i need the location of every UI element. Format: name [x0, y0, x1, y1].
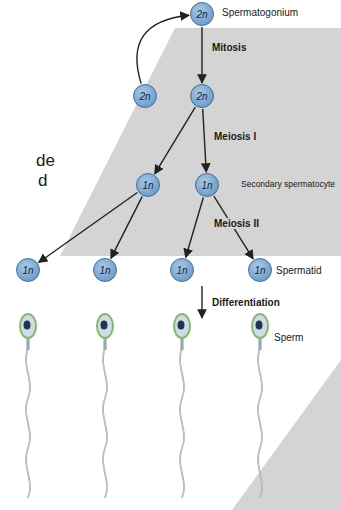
sperm-cell — [252, 314, 268, 498]
cell-circle: 2n — [133, 84, 157, 108]
ploidy-label: 1n — [142, 180, 153, 191]
process-name: Differentiation — [212, 297, 280, 308]
ploidy-label: 1n — [22, 265, 33, 276]
cell-stage-name: Sperm — [274, 332, 303, 343]
cell-circle: 2n — [190, 2, 214, 26]
process-arrow — [203, 109, 207, 172]
cell-circle: 1n — [93, 258, 117, 282]
process-arrow — [39, 193, 138, 263]
ploidy-label: 2n — [196, 91, 207, 102]
cell-stage-name: Secondary spermatocyte — [241, 180, 335, 189]
differentiation-arrow — [201, 286, 202, 318]
grey-corner — [232, 360, 341, 510]
ploidy-label: 2n — [139, 91, 150, 102]
process-arrow — [111, 197, 142, 259]
cell-circle: 1n — [16, 258, 40, 282]
cell-circle: 1n — [170, 258, 194, 282]
cell-stage-name: Spermatid — [276, 265, 322, 276]
process-name: Mitosis — [210, 42, 248, 53]
grey-band — [60, 28, 341, 256]
ploidy-label: 1n — [254, 265, 265, 276]
cell-circle: 1n — [195, 173, 219, 197]
sperm-cell — [97, 314, 113, 498]
sperm-cell — [20, 314, 36, 498]
process-arrow — [201, 27, 202, 83]
ploidy-label: 1n — [176, 265, 187, 276]
process-arrow — [186, 197, 204, 257]
cut-off-text: de — [36, 152, 55, 171]
process-name: Meiosis II — [212, 218, 261, 229]
cut-off-text: d — [38, 172, 47, 191]
process-arrow — [137, 15, 189, 83]
sperm-cell — [174, 314, 190, 498]
ploidy-label: 1n — [99, 265, 110, 276]
cell-circle: 1n — [136, 173, 160, 197]
ploidy-label: 2n — [196, 9, 207, 20]
ploidy-label: 1n — [201, 180, 212, 191]
cell-circle: 1n — [248, 258, 272, 282]
process-arrow — [155, 107, 196, 174]
process-name: Meiosis I — [212, 131, 258, 142]
cell-stage-name: Spermatogonium — [222, 7, 298, 18]
cell-circle: 2n — [190, 84, 214, 108]
